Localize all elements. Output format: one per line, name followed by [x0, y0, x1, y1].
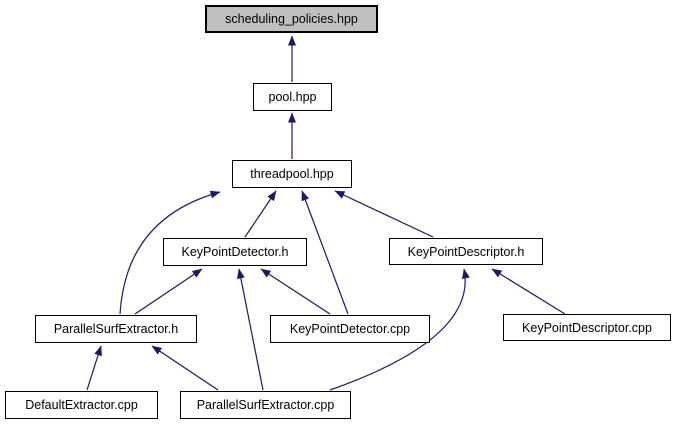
node-keypointdescriptor-h[interactable]: KeyPointDescriptor.h: [389, 238, 543, 265]
edge-keypointdescriptor-h-to-threadpool-hpp: [334, 190, 434, 238]
node-scheduling-policies-hpp: scheduling_policies.hpp: [205, 5, 378, 33]
edge-keypointdetector-h-to-threadpool-hpp: [244, 190, 277, 238]
edge-keypointdetector-cpp-to-threadpool-hpp: [301, 190, 349, 315]
node-keypointdescriptor-cpp[interactable]: KeyPointDescriptor.cpp: [503, 314, 671, 341]
node-parallelsurfextractor-h[interactable]: ParallelSurfExtractor.h: [35, 315, 197, 343]
node-defaultextractor-cpp[interactable]: DefaultExtractor.cpp: [5, 391, 158, 419]
node-threadpool-hpp[interactable]: threadpool.hpp: [232, 160, 352, 188]
node-parallelsurfextractor-cpp[interactable]: ParallelSurfExtractor.cpp: [180, 391, 351, 419]
edge-keypointdescriptor-cpp-to-keypointdescriptor-h: [491, 268, 566, 315]
edge-parallelsurfextractor-cpp-to-keypointdetector-h: [236, 268, 264, 391]
edge-keypointdetector-cpp-to-keypointdetector-h: [260, 268, 331, 315]
edge-parallelsurfextractor-h-to-keypointdetector-h: [134, 268, 203, 315]
edge-parallelsurfextractor-cpp-to-keypointdescriptor-h: [329, 268, 470, 391]
edge-parallelsurfextractor-h-to-threadpool-hpp: [119, 190, 221, 315]
node-keypointdetector-cpp[interactable]: KeyPointDetector.cpp: [270, 315, 430, 343]
node-keypointdetector-h[interactable]: KeyPointDetector.h: [163, 238, 307, 266]
edge-parallelsurfextractor-cpp-to-parallelsurfextractor-h: [151, 345, 219, 391]
edge-defaultextractor-cpp-to-parallelsurfextractor-h: [86, 345, 102, 391]
node-pool-hpp[interactable]: pool.hpp: [253, 83, 332, 111]
